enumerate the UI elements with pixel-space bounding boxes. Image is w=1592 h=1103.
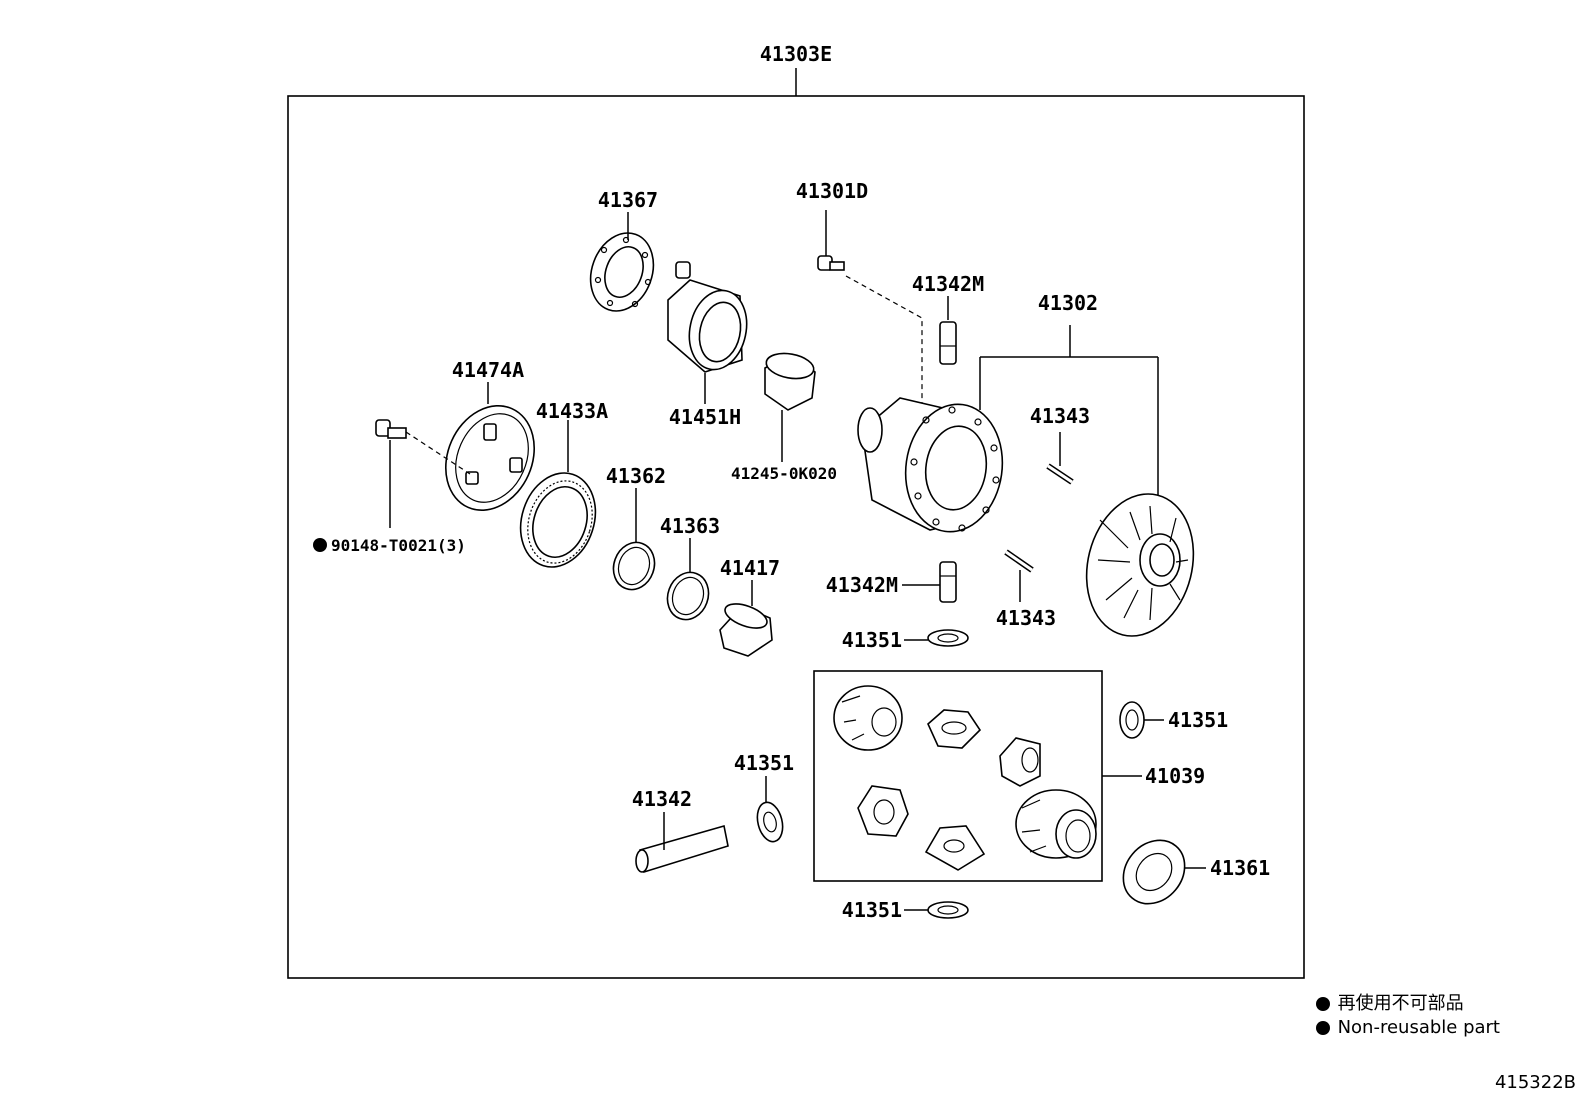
label-41351-b[interactable]: 41351 — [1168, 708, 1228, 732]
part-pinion-gear-2[interactable] — [999, 737, 1041, 787]
part-41363-ring[interactable] — [661, 567, 715, 626]
part-pinion-gear-1[interactable] — [927, 709, 982, 749]
legend-en-text: Non-reusable part — [1337, 1017, 1500, 1038]
label-41351-a[interactable]: 41351 — [842, 628, 902, 652]
legend-row-en: Non-reusable part — [1315, 1016, 1500, 1040]
part-41351-washer-b[interactable] — [1119, 701, 1145, 739]
legend-jp-text: 再使用不可部品 — [1337, 993, 1464, 1014]
label-41451H[interactable]: 41451H — [669, 405, 741, 429]
label-41363[interactable]: 41363 — [660, 514, 720, 538]
part-41342M-bottom-pin[interactable] — [939, 561, 957, 603]
part-41302-differential-case[interactable] — [857, 397, 1010, 538]
label-41362[interactable]: 41362 — [606, 464, 666, 488]
label-41417[interactable]: 41417 — [720, 556, 780, 580]
part-side-gear-1[interactable] — [833, 685, 903, 751]
part-41361-thrust-washer[interactable] — [1111, 828, 1198, 916]
label-41343-bottom[interactable]: 41343 — [996, 606, 1056, 630]
part-41362-ring[interactable] — [607, 537, 661, 596]
figure-reference: 415322B — [1494, 1072, 1576, 1093]
label-41342M-top[interactable]: 41342M — [912, 272, 984, 296]
part-41301D-bolt[interactable] — [817, 255, 845, 271]
part-ring-gear[interactable] — [1072, 483, 1208, 648]
part-pinion-gear-3[interactable] — [924, 825, 986, 871]
part-41351-washer-c[interactable] — [754, 800, 787, 845]
part-41433A-sensor-ring[interactable] — [509, 463, 607, 577]
part-41474A-cover[interactable] — [430, 392, 551, 525]
legend-row-jp: 再使用不可部品 — [1315, 992, 1500, 1016]
non-reusable-dot-icon — [1315, 997, 1330, 1011]
non-reusable-dot-icon — [313, 538, 327, 552]
part-41245-bearing[interactable] — [764, 350, 816, 411]
label-41474A[interactable]: 41474A — [452, 358, 524, 382]
part-41351-washer-d[interactable] — [927, 901, 969, 919]
part-side-gear-2[interactable] — [857, 785, 909, 837]
label-41351-c[interactable]: 41351 — [734, 751, 794, 775]
part-41451H-sleeve[interactable] — [667, 261, 754, 375]
part-41367-plate[interactable] — [580, 224, 664, 320]
non-reusable-dot-icon — [1315, 1021, 1330, 1035]
label-41361[interactable]: 41361 — [1210, 856, 1270, 880]
part-41342-pinion-shaft[interactable] — [635, 824, 729, 874]
label-41367[interactable]: 41367 — [598, 188, 658, 212]
part-41343-top-pin[interactable] — [1046, 463, 1074, 485]
label-41303E[interactable]: 41303E — [760, 42, 832, 66]
label-41302[interactable]: 41302 — [1038, 291, 1098, 315]
label-41301D[interactable]: 41301D — [796, 179, 868, 203]
label-41245-0K020[interactable]: 41245-0K020 — [731, 464, 837, 483]
legend: 再使用不可部品 Non-reusable part — [1315, 992, 1500, 1040]
part-90148-bolt[interactable] — [375, 419, 407, 439]
label-41343-top[interactable]: 41343 — [1030, 404, 1090, 428]
label-41039[interactable]: 41039 — [1145, 764, 1205, 788]
part-41343-bottom-pin[interactable] — [1004, 549, 1034, 573]
label-41433A[interactable]: 41433A — [536, 399, 608, 423]
part-41342M-top-pin[interactable] — [939, 321, 957, 365]
label-90148-T0021[interactable]: 90148-T0021(3) — [331, 536, 466, 555]
label-41342[interactable]: 41342 — [632, 787, 692, 811]
part-side-gear-3[interactable] — [1015, 789, 1097, 859]
label-41351-d[interactable]: 41351 — [842, 898, 902, 922]
part-41351-washer-a[interactable] — [927, 629, 969, 647]
label-41342M-bottom[interactable]: 41342M — [826, 573, 898, 597]
part-41417-bushing[interactable] — [719, 599, 773, 657]
